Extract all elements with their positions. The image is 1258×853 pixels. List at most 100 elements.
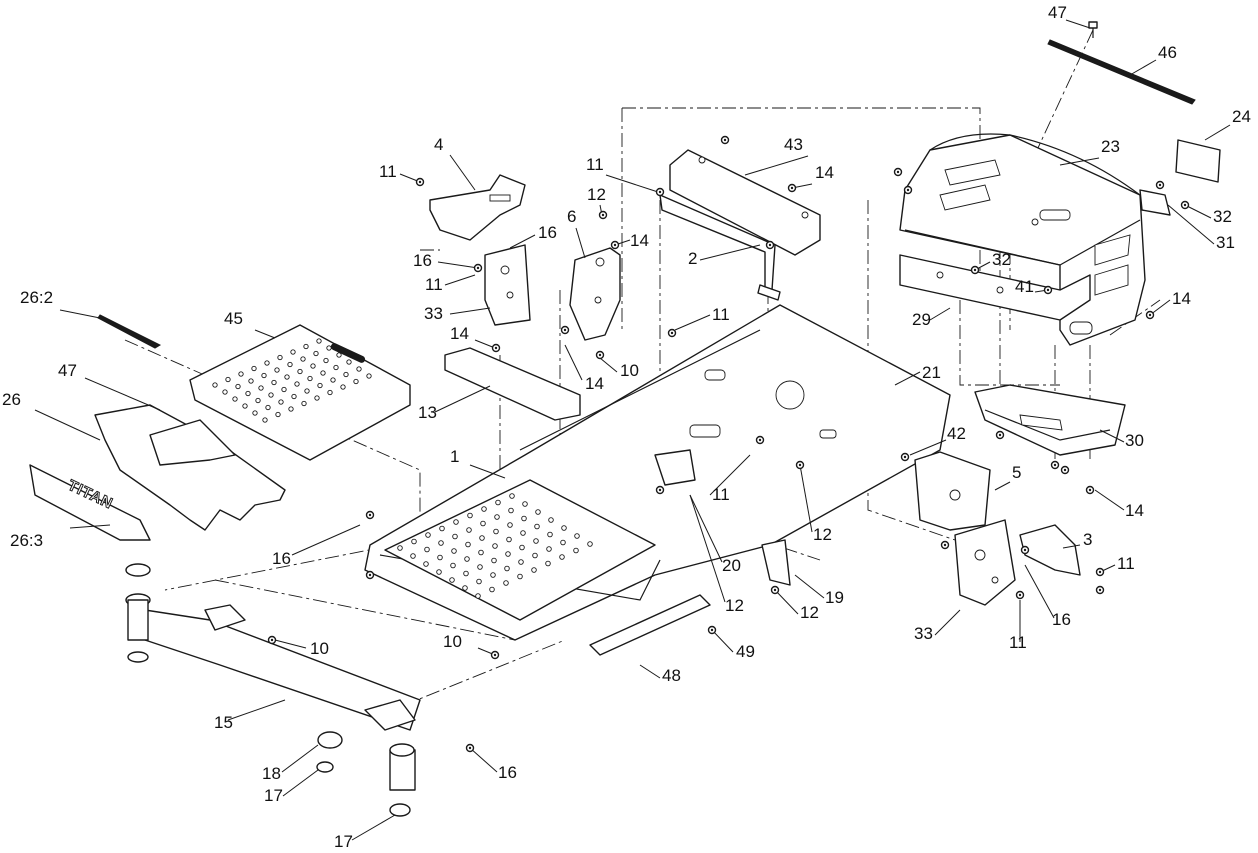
- mat-hole: [287, 361, 293, 368]
- mat-hole: [232, 396, 238, 402]
- mat-hole: [251, 365, 257, 372]
- floor-hole: [507, 522, 513, 528]
- leader-line: [794, 574, 825, 599]
- floor-hole: [478, 549, 484, 556]
- mat-hole: [297, 368, 303, 375]
- callout-31: 31: [1216, 233, 1235, 252]
- callout-11: 11: [1117, 554, 1135, 573]
- floor-hole: [411, 538, 417, 545]
- leader-line: [274, 639, 307, 649]
- leader-lines: [34, 19, 1231, 841]
- leader-line: [1129, 59, 1157, 76]
- floor-hole: [495, 499, 501, 506]
- callout-30: 30: [1125, 431, 1144, 450]
- floor-hole: [493, 528, 499, 535]
- floor-hole: [535, 509, 541, 515]
- floor-hole: [479, 535, 485, 541]
- floor-hole: [436, 569, 442, 575]
- leader-line: [994, 481, 1011, 491]
- floor-hole: [452, 533, 458, 540]
- floor-hole: [506, 536, 512, 543]
- mat-hole: [252, 410, 258, 416]
- leader-line: [599, 357, 618, 373]
- floor-hole: [476, 578, 482, 585]
- leader-line: [282, 769, 319, 797]
- leader-line: [69, 524, 111, 529]
- floor-hole: [463, 570, 469, 577]
- callout-47: 47: [1048, 3, 1067, 22]
- callout-33: 33: [914, 624, 933, 643]
- leader-line: [437, 261, 479, 269]
- mat-hole: [294, 381, 300, 387]
- bolt-center: [903, 455, 907, 459]
- callout-11: 11: [379, 162, 397, 181]
- callout-11: 11: [1009, 633, 1027, 652]
- leader-line: [1094, 489, 1125, 511]
- mat-hole: [314, 395, 320, 401]
- bracket-33-lower: [954, 519, 1016, 606]
- leader-line: [1167, 204, 1215, 245]
- leader-line: [469, 464, 506, 479]
- mat-hole: [326, 345, 332, 351]
- mat-hole: [327, 389, 333, 396]
- leader-line: [689, 494, 723, 563]
- floor-hole: [451, 548, 457, 554]
- leader-line: [689, 494, 726, 603]
- mat-hole: [235, 383, 241, 390]
- floor-hole: [522, 501, 528, 507]
- bolt-center: [368, 513, 372, 517]
- floor-hole: [481, 506, 487, 512]
- leader-line: [474, 339, 496, 349]
- callout-47: 47: [58, 361, 77, 380]
- mat-hole: [320, 370, 326, 376]
- callout-32: 32: [992, 250, 1011, 269]
- callout-12: 12: [813, 525, 832, 544]
- bracket-3: [1019, 524, 1081, 576]
- mat-hole: [301, 400, 307, 407]
- strip-48: [589, 594, 711, 656]
- floor-hole: [423, 561, 429, 567]
- callout-16: 16: [1052, 610, 1071, 629]
- bolt-center: [418, 180, 422, 184]
- callout-12: 12: [725, 596, 744, 615]
- floor-hole: [462, 585, 468, 591]
- floor-hole: [508, 507, 514, 514]
- bolt-center: [563, 328, 567, 332]
- mat-hole: [258, 385, 264, 391]
- leader-line: [434, 385, 491, 413]
- bolt-center: [494, 346, 498, 350]
- bolt-center: [1088, 488, 1092, 492]
- bracket-31: [1139, 189, 1171, 216]
- mat-hole: [300, 356, 306, 362]
- mat-hole: [346, 359, 352, 365]
- bracket-29: [899, 254, 1091, 321]
- fasteners: [267, 135, 1190, 753]
- callout-10: 10: [620, 361, 639, 380]
- callout-13: 13: [418, 403, 437, 422]
- leader-line: [34, 409, 101, 441]
- bolt-center: [658, 190, 662, 194]
- callout-26-3: 26:3: [10, 531, 43, 550]
- mat-hole: [277, 354, 283, 361]
- floor-hole: [438, 540, 444, 546]
- bolt-center: [468, 746, 472, 750]
- callout-29: 29: [912, 310, 931, 329]
- callout-10: 10: [310, 639, 329, 658]
- leader-line: [1184, 204, 1212, 219]
- leader-line: [254, 329, 276, 339]
- mat-hole: [265, 404, 271, 411]
- bracket-4: [429, 174, 526, 241]
- callout-11: 11: [712, 305, 730, 324]
- callout-33: 33: [424, 304, 443, 323]
- callout-10: 10: [443, 632, 462, 651]
- mat-hole: [225, 376, 231, 383]
- leader-line: [509, 234, 536, 249]
- bracket-19: [761, 539, 791, 586]
- leader-line: [709, 454, 751, 496]
- callout-14: 14: [585, 374, 604, 393]
- bolt-center: [476, 266, 480, 270]
- callout-43: 43: [784, 135, 803, 154]
- mat-hole: [304, 388, 310, 394]
- mat-hole: [274, 367, 280, 373]
- leader-line: [799, 464, 813, 533]
